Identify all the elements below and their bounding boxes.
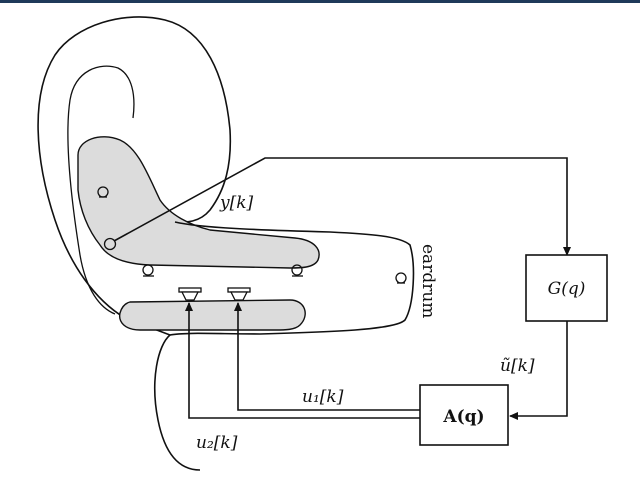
transfer-block-label: G(q) [548,279,586,299]
ear-canal-outline [169,221,415,336]
filtered-signal-line [509,321,568,420]
input-one-label: u₁[k] [302,387,344,407]
input-two-label: u₂[k] [196,433,238,453]
input-two-line [185,302,420,419]
lower-canal-region [118,299,306,331]
error-microphone-icon [103,237,117,251]
loudspeaker-icon [178,287,202,301]
microphone-icon [97,186,109,198]
control-block [419,384,509,446]
control-block-label: A(q) [442,407,484,427]
measurement-signal-line [113,157,571,256]
helix-fold [67,65,135,315]
eardrum-label: eardrum [418,244,438,318]
concha-region [77,136,320,269]
microphone-icon [142,264,154,277]
input-one-line [234,302,420,411]
pinna-outline [37,16,232,471]
loudspeaker-icon [227,287,251,301]
measurement-label: y[k] [219,193,254,213]
filtered-signal-label: ũ[k] [500,356,535,376]
microphone-icon [395,272,407,284]
top-rule [0,0,640,3]
microphone-icon [291,264,303,277]
